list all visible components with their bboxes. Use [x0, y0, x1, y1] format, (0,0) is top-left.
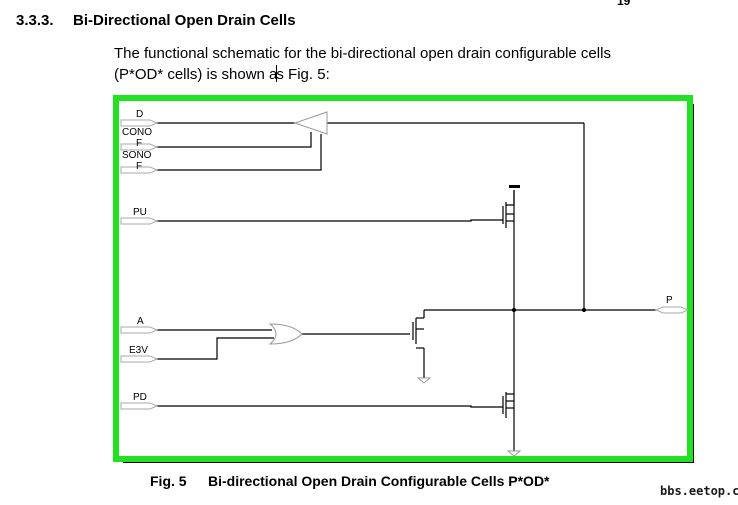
section-title: Bi-Directional Open Drain Cells	[73, 12, 296, 29]
pin-e3v-icon	[120, 355, 159, 363]
pin-label-conof-2: F	[136, 138, 142, 149]
figure-caption: Fig. 5 Bi-directional Open Drain Configur…	[150, 473, 550, 489]
pin-label-conof-1: CONO	[122, 127, 152, 138]
buffer-gate-icon	[293, 111, 328, 135]
pin-label-pd: PD	[133, 392, 147, 403]
ground-icon-1	[416, 377, 432, 384]
ground-icon-2	[506, 450, 522, 457]
paragraph: The functional schematic for the bi-dire…	[114, 43, 674, 85]
pin-p-icon	[654, 306, 690, 314]
pin-sonof-icon	[120, 166, 159, 174]
pin-label-sonof-1: SONO	[122, 150, 152, 161]
pin-pu-icon	[120, 217, 159, 225]
pin-a-icon	[120, 326, 159, 334]
wire-pu	[156, 219, 503, 222]
nmos-a-transistor-icon	[412, 317, 424, 349]
figure-caption-text: Bi-directional Open Drain Configurable C…	[208, 473, 550, 489]
nmos-pd-transistor-icon	[502, 392, 514, 418]
paragraph-line-2-end: s Fig. 5:	[276, 66, 330, 83]
text-caret	[276, 65, 278, 82]
watermark: bbs.eetop.cn	[660, 484, 738, 498]
pin-label-p: P	[666, 295, 673, 306]
paragraph-line-2: (P*OD* cells) is shown as Fig. 5:	[114, 64, 674, 85]
wire-sonof	[156, 134, 322, 171]
wire-pd	[156, 405, 503, 408]
paragraph-line-1: The functional schematic for the bi-dire…	[114, 45, 611, 62]
vdd-icon	[509, 185, 520, 188]
pin-label-pu: PU	[133, 207, 147, 218]
pin-label-d: D	[136, 109, 143, 120]
figure-border	[113, 95, 693, 462]
pmos-pu-transistor-icon	[502, 190, 515, 228]
pin-label-sonof-2: F	[136, 161, 142, 172]
section-heading: 3.3.3. Bi-Directional Open Drain Cells	[16, 12, 296, 29]
wire-e3v	[156, 337, 274, 360]
page-number: 19	[617, 0, 631, 8]
junction-dot-2	[582, 308, 586, 312]
pin-conof-icon	[120, 143, 159, 151]
pin-pd-icon	[120, 402, 159, 410]
pin-label-a: A	[137, 316, 144, 327]
paragraph-line-2-start: (P*OD* cells) is shown a	[114, 66, 278, 83]
section-number: 3.3.3.	[16, 12, 54, 29]
junction-dot-1	[512, 308, 516, 312]
figure-number: Fig. 5	[150, 473, 187, 489]
wire-conof	[156, 132, 312, 148]
pin-d-icon	[120, 119, 159, 127]
or-gate-icon	[268, 323, 303, 345]
pin-label-e3v: E3V	[129, 345, 148, 356]
